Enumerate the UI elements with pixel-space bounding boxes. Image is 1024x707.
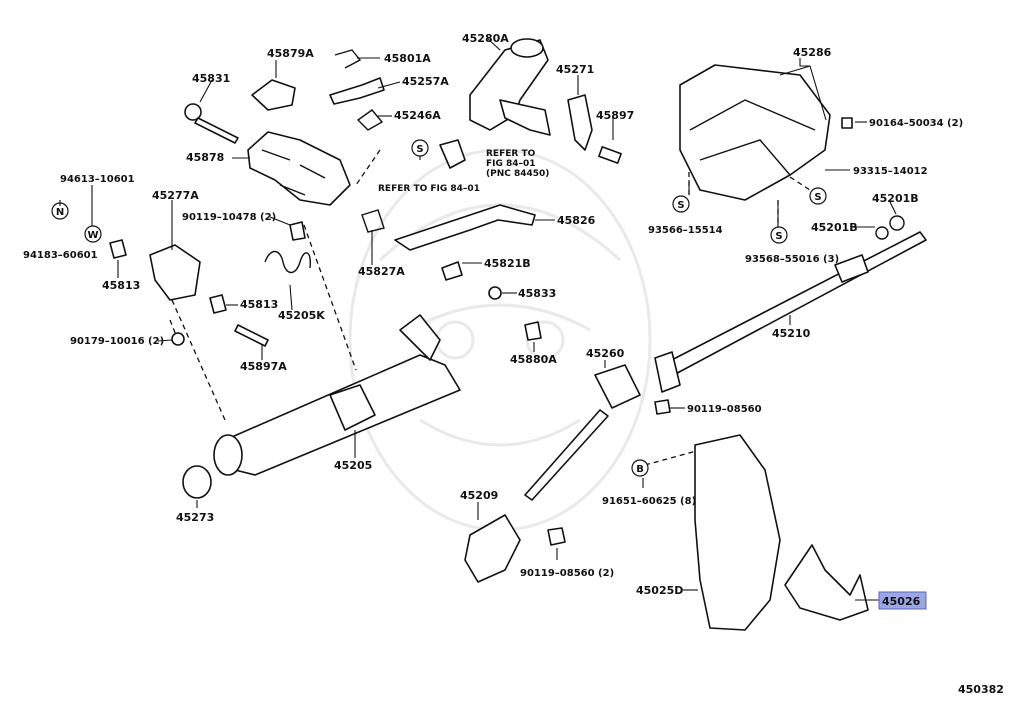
refer1-line2: FIG 84–01	[486, 159, 536, 169]
label-90119-08560-2: 90119–08560 (2)	[520, 568, 614, 579]
diagram-id: 450382	[958, 683, 1004, 696]
plate-45026[interactable]	[784, 544, 869, 621]
boot-45025D[interactable]	[694, 434, 781, 631]
bracket-45271[interactable]	[567, 94, 593, 151]
column-cover-45286[interactable]	[679, 64, 831, 201]
label-45209: 45209	[460, 489, 498, 502]
intermediate-shaft-45260[interactable]	[524, 364, 641, 501]
refer1-line1: REFER TO	[486, 149, 536, 159]
collar-45813-a[interactable]	[109, 239, 127, 259]
symbol-s: S	[814, 192, 821, 203]
label-91651-60625: 91651–60625 (8)	[602, 496, 696, 507]
label-45280A: 45280A	[462, 32, 509, 45]
lock-housing-45280A[interactable]	[439, 38, 551, 169]
label-45246A: 45246A	[394, 109, 441, 122]
label-45827A: 45827A	[358, 265, 405, 278]
label-94613-10601: 94613–10601	[60, 174, 135, 185]
column-tube-45205[interactable]	[213, 314, 461, 476]
nut-90179[interactable]	[171, 332, 185, 346]
clip-45879A[interactable]	[251, 79, 296, 111]
clip-45827A[interactable]	[361, 209, 385, 233]
clip-45246A[interactable]	[356, 109, 384, 131]
label-45878: 45878	[186, 151, 224, 164]
spring-45205K[interactable]	[264, 250, 312, 274]
label-45260: 45260	[586, 347, 625, 360]
label-45826: 45826	[557, 214, 596, 227]
label-93315-14012: 93315–14012	[853, 166, 928, 177]
refer1-line3: (PNC 84450)	[486, 169, 549, 179]
washer-94613[interactable]	[84, 225, 102, 243]
highlight-45026	[878, 591, 927, 610]
nut-45833[interactable]	[488, 286, 502, 300]
bolt-45880A[interactable]	[524, 321, 542, 341]
bracket-45826[interactable]	[394, 204, 536, 251]
collar-45813-b[interactable]	[209, 294, 227, 314]
label-45821B: 45821B	[484, 257, 531, 270]
label-45897A: 45897A	[240, 360, 287, 373]
label-94183-60601: 94183–60601	[23, 250, 98, 261]
label-45813-b: 45813	[240, 298, 278, 311]
bolt-45897A[interactable]	[234, 324, 269, 347]
joint-45209[interactable]	[464, 514, 521, 583]
bracket-45277A[interactable]	[149, 244, 201, 301]
label-45025D: 45025D	[636, 584, 683, 597]
label-90179-10016: 90179–10016 (2)	[70, 336, 164, 347]
label-45201B-a: 45201B	[872, 192, 919, 205]
label-45026: 45026	[882, 595, 921, 608]
symbol-b: B	[636, 464, 644, 475]
label-45205K: 45205K	[278, 309, 325, 322]
screw-45897[interactable]	[598, 146, 622, 164]
label-45277A: 45277A	[152, 189, 199, 202]
label-45831: 45831	[192, 72, 230, 85]
clip-45201B[interactable]	[875, 215, 905, 240]
label-45897: 45897	[596, 109, 634, 122]
screw-90164[interactable]	[841, 117, 853, 129]
label-90164-50034: 90164–50034 (2)	[869, 118, 963, 129]
symbol-s: S	[677, 200, 684, 211]
clip-45801A[interactable]	[334, 49, 362, 69]
label-90119-10478: 90119–10478 (2)	[182, 212, 276, 223]
plate-45821B[interactable]	[441, 261, 463, 281]
bracket-45878[interactable]	[247, 131, 351, 206]
bolt-90119-08560[interactable]	[654, 399, 671, 415]
label-45271: 45271	[556, 63, 594, 76]
label-45205: 45205	[334, 459, 372, 472]
part-labels: 45879A 45801A 45257A 45246A 45831 45878 …	[23, 32, 1004, 696]
symbol-s: S	[416, 144, 423, 155]
label-45201B-b: 45201B	[811, 221, 858, 234]
bolt-90119-10478[interactable]	[289, 221, 306, 241]
label-45813-a: 45813	[102, 279, 140, 292]
refer-note-2: REFER TO FIG 84–01	[378, 184, 480, 194]
clip-45257A[interactable]	[329, 77, 385, 105]
label-45210: 45210	[772, 327, 811, 340]
label-45286: 45286	[793, 46, 832, 59]
refer-note-1: REFER TO FIG 84–01 (PNC 84450)	[486, 149, 549, 179]
label-45273: 45273	[176, 511, 214, 524]
symbol-markers: S S S S N W B	[56, 139, 827, 477]
bushing-45273[interactable]	[182, 465, 212, 499]
label-45879A: 45879A	[267, 47, 314, 60]
label-93568-55016: 93568–55016 (3)	[745, 254, 839, 265]
bolt-45831[interactable]	[184, 103, 239, 144]
symbol-n: N	[56, 207, 64, 218]
label-45880A: 45880A	[510, 353, 557, 366]
bolt-90119-08560-2[interactable]	[547, 527, 566, 546]
label-90119-08560: 90119–08560	[687, 404, 762, 415]
leader-lines	[59, 37, 897, 601]
label-45833: 45833	[518, 287, 556, 300]
label-45801A: 45801A	[384, 52, 431, 65]
label-45257A: 45257A	[402, 75, 449, 88]
steering-shaft-45210[interactable]	[654, 231, 927, 393]
symbol-s: S	[775, 231, 782, 242]
symbol-w: W	[87, 230, 98, 241]
label-93566-15514: 93566–15514	[648, 225, 723, 236]
